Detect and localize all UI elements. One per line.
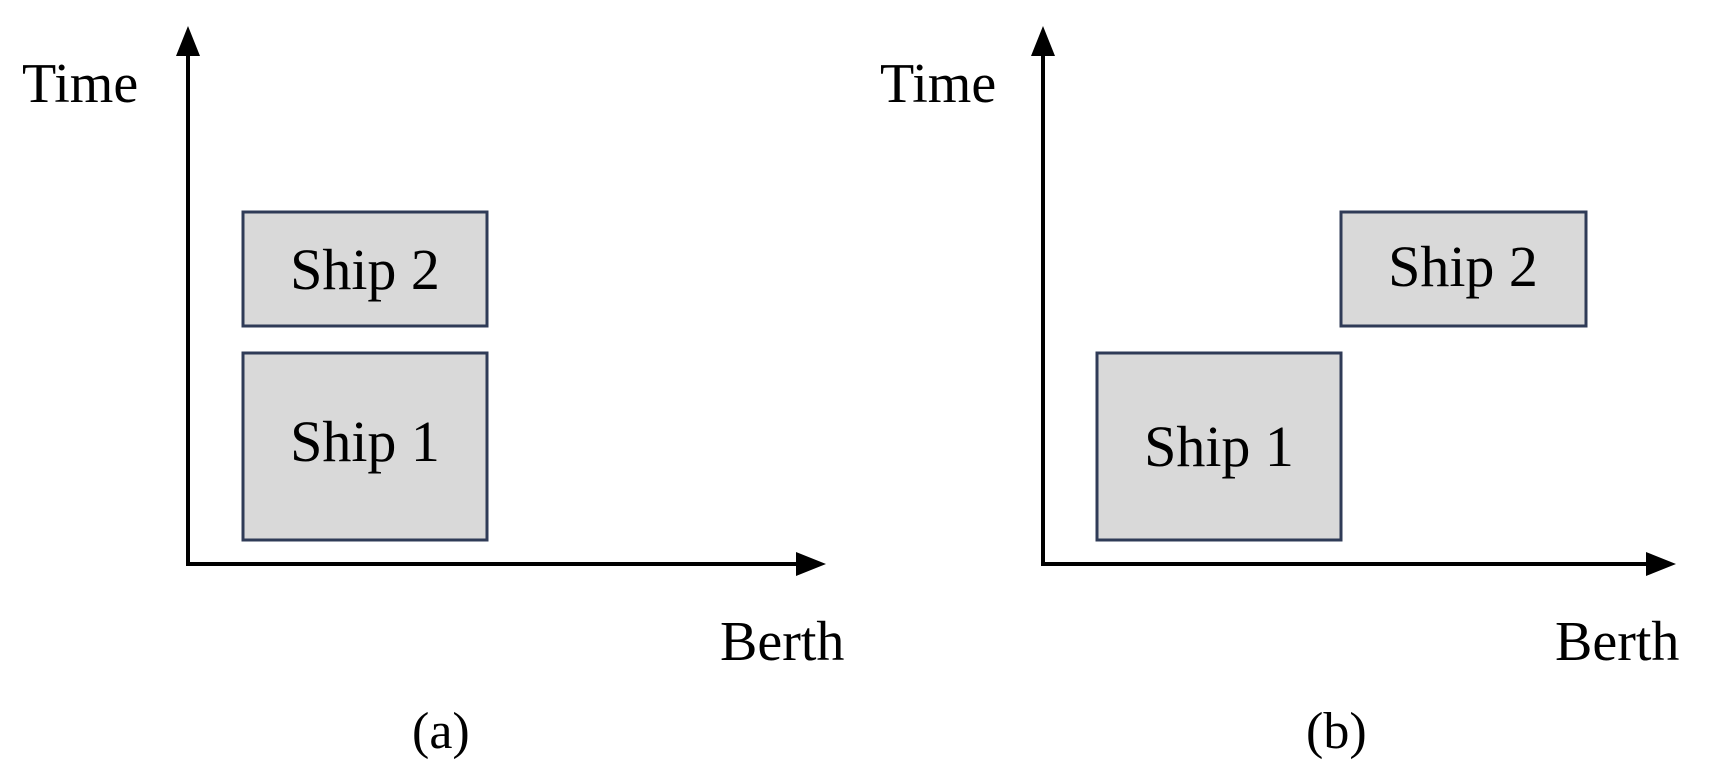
panel-b-ship-1-box	[1095, 351, 1343, 542]
panel-a-y-axis-label: Time	[22, 53, 138, 115]
panel-b-ship-2-label: Ship 2	[1388, 234, 1538, 299]
panel-b-ship-2-box	[1339, 210, 1588, 328]
panel-a-ship-1-label: Ship 1	[290, 409, 440, 474]
panel-b-y-axis-arrowhead	[1031, 26, 1055, 56]
panel-b: Time Berth (b) Ship 1 Ship 2	[880, 26, 1679, 760]
panel-b-x-axis-label: Berth	[1555, 611, 1679, 673]
panel-a-ship-2-box	[241, 210, 489, 328]
panel-b-y-axis-label: Time	[880, 53, 996, 115]
panel-a-x-axis-arrowhead	[796, 552, 826, 576]
panel-b-ship-1-label: Ship 1	[1144, 414, 1294, 479]
panel-a-x-axis-label: Berth	[720, 611, 844, 673]
panel-a-ship-1-box	[241, 351, 489, 542]
panel-a-y-axis-arrowhead	[176, 26, 200, 56]
panel-a: Time Berth (a) Ship 2 Ship 1	[22, 26, 844, 760]
panel-a-ship-1: Ship 1	[241, 351, 489, 542]
panel-b-ship-1: Ship 1	[1095, 351, 1343, 542]
panel-b-ship-2: Ship 2	[1339, 210, 1588, 328]
panel-a-ship-2-label: Ship 2	[290, 237, 440, 302]
panel-a-ship-2: Ship 2	[241, 210, 489, 328]
panel-b-x-axis-arrowhead	[1646, 552, 1676, 576]
panel-a-caption: (a)	[412, 703, 470, 760]
panel-b-caption: (b)	[1306, 703, 1367, 760]
